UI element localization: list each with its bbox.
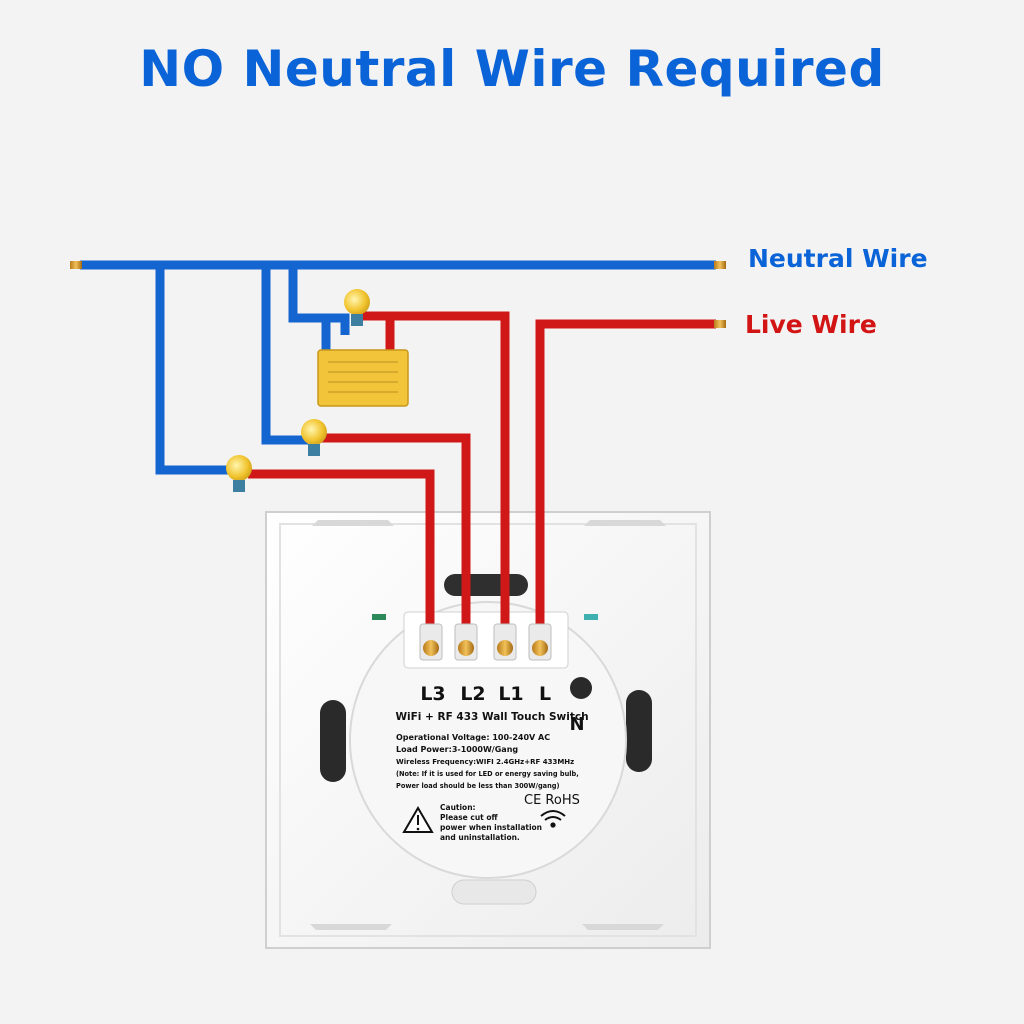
neutral-wires [80, 260, 716, 475]
spec-line: Operational Voltage: 100-240V AC [396, 733, 550, 742]
bulb-icon [301, 419, 327, 456]
caution-line: and uninstallation. [440, 833, 520, 842]
terminal-label-n: N [569, 714, 584, 735]
live-wires [248, 311, 716, 630]
spec-line: Wireless Frequency:WIFI 2.4GHz+RF 433MHz [396, 758, 574, 766]
terminal-label-l: L [539, 683, 551, 705]
caution-line: power when installation [440, 823, 542, 832]
wifi-icon [540, 810, 566, 828]
terminal-label-l3: L3 [420, 683, 445, 705]
capacitor [317, 349, 409, 407]
neutral-wire-end-right [714, 261, 726, 269]
caution-line: Caution: [440, 803, 476, 812]
live-wire-label: Live Wire [745, 310, 877, 339]
terminal-block [419, 623, 552, 661]
neutral-wire-end-left [70, 261, 82, 269]
terminal-label-l1: L1 [498, 683, 523, 705]
page-title: NO Neutral Wire Required [139, 40, 885, 98]
live-wire-end [714, 320, 726, 328]
caution-line: Please cut off [440, 813, 499, 822]
bulb-icon [226, 455, 252, 492]
spec-line: (Note: If it is used for LED or energy s… [396, 770, 579, 778]
product-name: WiFi + RF 433 Wall Touch Switch [395, 711, 588, 723]
bulb-icon [344, 289, 370, 326]
warning-icon [402, 806, 434, 833]
neutral-wire-label: Neutral Wire [748, 244, 928, 273]
terminal-label-l2: L2 [460, 683, 485, 705]
spec-line: Power load should be less than 300W/gang… [396, 782, 560, 790]
certification-marks: CE RoHS [524, 793, 580, 808]
spec-line: Load Power:3-1000W/Gang [396, 745, 518, 754]
